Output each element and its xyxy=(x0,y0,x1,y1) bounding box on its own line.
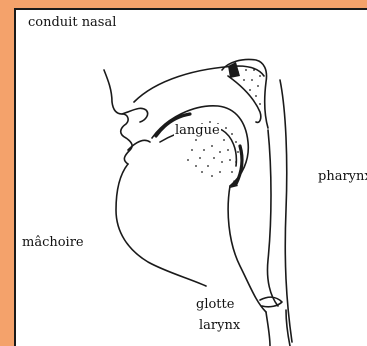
pharynx-front-wall xyxy=(228,186,266,312)
label-glotte: glotte xyxy=(196,298,234,311)
glottis-fold xyxy=(260,297,282,307)
label-pharynx: pharynx xyxy=(318,170,367,183)
pharynx-inner-wall xyxy=(267,130,278,306)
vocal-tract-drawing xyxy=(16,10,367,346)
label-machoire: mâchoire xyxy=(22,236,84,249)
anatomy-diagram-panel: conduit nasal langue pharynx mâchoire gl… xyxy=(14,8,367,346)
palate-roof xyxy=(134,66,264,102)
velum xyxy=(228,76,261,122)
jaw-outline xyxy=(116,164,206,286)
larynx-tube-left xyxy=(266,312,270,346)
label-conduit-nasal: conduit nasal xyxy=(28,16,116,29)
label-larynx: larynx xyxy=(199,319,240,332)
label-langue: langue xyxy=(174,124,221,137)
